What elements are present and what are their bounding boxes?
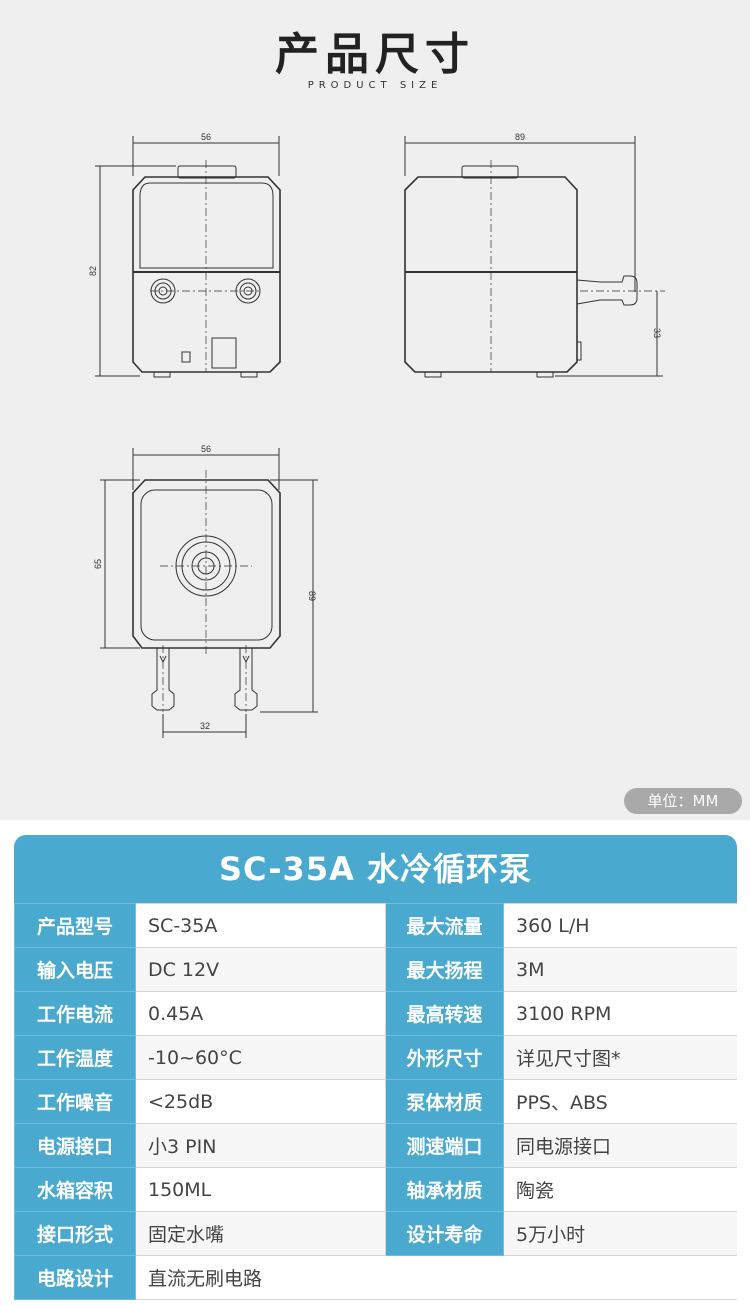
spec-key: 外形尺寸 xyxy=(385,1035,504,1080)
spec-row: 输入电压 DC 12V 最大扬程 3M xyxy=(14,947,737,992)
spec-value: 360 L/H xyxy=(503,903,737,948)
spec-value: DC 12V xyxy=(135,947,386,992)
front-width-label: 56 xyxy=(201,132,211,142)
spec-value: 详见尺寸图* xyxy=(503,1035,737,1080)
front-height-label: 82 xyxy=(88,266,98,276)
spec-key: 电源接口 xyxy=(14,1123,136,1168)
spec-key: 接口形式 xyxy=(14,1211,136,1256)
bottom-width-label: 56 xyxy=(201,444,211,454)
side-outlet-height-label: 33 xyxy=(652,328,662,338)
bottom-total-label: 89 xyxy=(307,591,317,601)
spec-key: 泵体材质 xyxy=(385,1079,504,1124)
spec-value: 直流无刷电路 xyxy=(135,1255,737,1300)
spec-value: -10~60°C xyxy=(135,1035,386,1080)
spec-key: 最大扬程 xyxy=(385,947,504,992)
spec-value: 同电源接口 xyxy=(503,1123,737,1168)
spec-value: 3100 RPM xyxy=(503,991,737,1036)
spec-key: 轴承材质 xyxy=(385,1167,504,1212)
spec-value: 150ML xyxy=(135,1167,386,1212)
spec-value: 陶瓷 xyxy=(503,1167,737,1212)
dimension-drawing: 56 82 89 33 56 65 89 32 xyxy=(88,132,665,738)
spec-key: 工作温度 xyxy=(14,1035,136,1080)
page-subtitle: PRODUCT SIZE xyxy=(307,80,443,91)
spec-row: 工作温度 -10~60°C 外形尺寸 详见尺寸图* xyxy=(14,1035,737,1080)
spec-key: 水箱容积 xyxy=(14,1167,136,1212)
spec-key: 最高转速 xyxy=(385,991,504,1036)
spec-row: 水箱容积 150ML 轴承材质 陶瓷 xyxy=(14,1167,737,1212)
spec-card-title: SC-35A 水冷循环泵 xyxy=(219,850,532,888)
unit-badge: 单位：MM xyxy=(624,788,742,814)
side-view xyxy=(404,136,665,378)
spec-row: 产品型号 SC-35A 最大流量 360 L/H xyxy=(14,903,737,948)
spec-key: 产品型号 xyxy=(14,903,136,948)
spec-row: 接口形式 固定水嘴 设计寿命 5万小时 xyxy=(14,1211,737,1256)
spec-key: 设计寿命 xyxy=(385,1211,504,1256)
spec-value: 固定水嘴 xyxy=(135,1211,386,1256)
nozzle-spacing-label: 32 xyxy=(200,721,210,731)
spec-value: <25dB xyxy=(135,1079,386,1124)
side-width-label: 89 xyxy=(515,132,525,142)
spec-key: 输入电压 xyxy=(14,947,136,992)
spec-row: 工作电流 0.45A 最高转速 3100 RPM xyxy=(14,991,737,1036)
spec-value: 3M xyxy=(503,947,737,992)
spec-row: 电源接口 小3 PIN 测速端口 同电源接口 xyxy=(14,1123,737,1168)
page-title: 产品尺寸 xyxy=(275,29,475,80)
spec-value: 小3 PIN xyxy=(135,1123,386,1168)
bottom-view xyxy=(100,448,318,738)
spec-key: 工作电流 xyxy=(14,991,136,1036)
spec-row: 工作噪音 <25dB 泵体材质 PPS、ABS xyxy=(14,1079,737,1124)
spec-value: SC-35A xyxy=(135,903,386,948)
spec-key: 工作噪音 xyxy=(14,1079,136,1124)
spec-table: 产品型号 SC-35A 最大流量 360 L/H 输入电压 DC 12V 最大扬… xyxy=(14,903,737,1300)
spec-key: 测速端口 xyxy=(385,1123,504,1168)
spec-key: 电路设计 xyxy=(14,1255,136,1300)
dimension-section: 产品尺寸 PRODUCT SIZE xyxy=(0,0,750,820)
spec-row: 电路设计 直流无刷电路 xyxy=(14,1255,737,1300)
spec-value: 0.45A xyxy=(135,991,386,1036)
spec-key: 最大流量 xyxy=(385,903,504,948)
spec-value: 5万小时 xyxy=(503,1211,737,1256)
front-view xyxy=(95,136,281,378)
spec-value: PPS、ABS xyxy=(503,1079,737,1124)
spec-card: SC-35A 水冷循环泵 产品型号 SC-35A 最大流量 360 L/H 输入… xyxy=(14,835,737,1300)
bottom-depth-label: 65 xyxy=(93,559,103,569)
